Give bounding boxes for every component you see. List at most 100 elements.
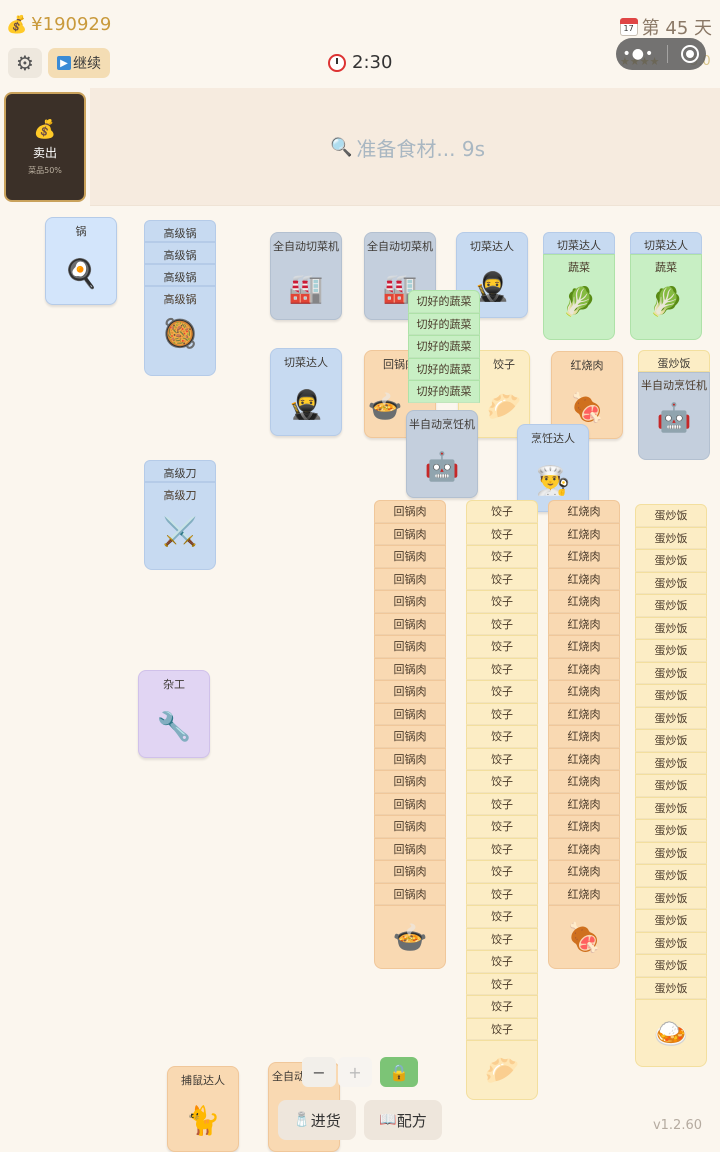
prep-status: 🔍 准备食材... 9s bbox=[330, 133, 485, 162]
settings-button[interactable]: ⚙ bbox=[8, 48, 42, 78]
stew-bowl-icon: 🍲 bbox=[367, 390, 403, 423]
stack-item: 饺子 bbox=[466, 882, 538, 905]
minus-button[interactable]: − bbox=[302, 1057, 336, 1087]
stack-twice-cooked-pork[interactable]: 回锅肉回锅肉回锅肉回锅肉回锅肉回锅肉回锅肉回锅肉回锅肉回锅肉回锅肉回锅肉回锅肉回… bbox=[374, 500, 446, 969]
stack-item: 饺子 bbox=[466, 747, 538, 770]
stack-item: 蛋炒饭 bbox=[635, 774, 707, 797]
stack-item: 饺子 bbox=[466, 950, 538, 973]
stack-item: 红烧肉 bbox=[548, 882, 620, 905]
dumpling-icon: 🥟 bbox=[484, 1053, 520, 1087]
stack-item: 红烧肉 bbox=[548, 792, 620, 815]
magnifier-icon: 🔍 bbox=[330, 137, 353, 158]
stack-item: 饺子 bbox=[466, 657, 538, 680]
stack-item: 红烧肉 bbox=[548, 815, 620, 838]
stack-item: 红烧肉 bbox=[548, 590, 620, 613]
stack-advanced-pan[interactable]: 高级锅 高级锅 高级锅 高级锅 🥘 bbox=[144, 220, 216, 376]
day-value: 第 45 天 bbox=[641, 18, 712, 39]
robot-icon: 🤖 bbox=[656, 401, 692, 434]
salt-shaker-icon: 🧂 bbox=[293, 1112, 311, 1128]
stack-item: 蛋炒饭 bbox=[635, 729, 707, 752]
calendar-icon: 17 bbox=[619, 18, 638, 36]
stack-item: 蛋炒饭 bbox=[635, 504, 707, 527]
stack-item: 蛋炒饭 bbox=[635, 819, 707, 842]
stack-item: 饺子 bbox=[466, 635, 538, 658]
money-bag-icon: 💰 bbox=[6, 14, 28, 35]
stack-item: 回锅肉 bbox=[374, 680, 446, 703]
stack-item: 饺子 bbox=[466, 545, 538, 568]
stack-item: 回锅肉 bbox=[374, 545, 446, 568]
frying-pan-icon: 🍳 bbox=[63, 257, 99, 290]
stack-item: 蛋炒饭 bbox=[635, 616, 707, 639]
stack-dumplings[interactable]: 饺子饺子饺子饺子饺子饺子饺子饺子饺子饺子饺子饺子饺子饺子饺子饺子饺子饺子饺子饺子… bbox=[466, 500, 538, 1100]
prep-area bbox=[90, 88, 720, 206]
more-icon[interactable]: •●• bbox=[622, 46, 655, 62]
stack-item: 蛋炒饭 bbox=[635, 706, 707, 729]
lock-icon: 🔒 bbox=[389, 1062, 409, 1082]
stack-braised-pork[interactable]: 红烧肉红烧肉红烧肉红烧肉红烧肉红烧肉红烧肉红烧肉红烧肉红烧肉红烧肉红烧肉红烧肉红… bbox=[548, 500, 620, 969]
stack-item: 回锅肉 bbox=[374, 815, 446, 838]
stack-item: 红烧肉 bbox=[548, 860, 620, 883]
mini-program-capsule[interactable]: •●• bbox=[616, 38, 706, 70]
stack-item: 饺子 bbox=[466, 1017, 538, 1040]
close-icon[interactable] bbox=[681, 45, 700, 63]
stack-advanced-knife[interactable]: 高级刀 高级刀 ⚔️ bbox=[144, 460, 216, 570]
book-icon: 📖 bbox=[379, 1112, 397, 1128]
stack-item: 蛋炒饭 bbox=[635, 594, 707, 617]
stack-item: 红烧肉 bbox=[548, 567, 620, 590]
card-cooking-master[interactable]: 烹饪达人 👨‍🍳 bbox=[517, 424, 589, 512]
card-auto-cutter-2[interactable]: 全自动切菜机 🏭 bbox=[364, 232, 436, 320]
stack-item: 回锅肉 bbox=[374, 837, 446, 860]
card-pan[interactable]: 锅 🍳 bbox=[45, 217, 117, 305]
leafy-green-icon: 🥬 bbox=[648, 285, 684, 318]
stack-item: 蛋炒饭 bbox=[635, 661, 707, 684]
stack-item: 回锅肉 bbox=[374, 702, 446, 725]
lock-button[interactable]: 🔒 bbox=[380, 1057, 418, 1087]
card-auto-cutter-1[interactable]: 全自动切菜机 🏭 bbox=[270, 232, 342, 320]
stack-item: 饺子 bbox=[466, 680, 538, 703]
stack-item: 红烧肉 bbox=[548, 522, 620, 545]
continue-button[interactable]: ▶ 继续 bbox=[48, 48, 110, 78]
gear-icon: ⚙ bbox=[16, 51, 34, 75]
card-handyman[interactable]: 杂工 🔧 bbox=[138, 670, 210, 758]
recipe-tab[interactable]: 📖 配方 bbox=[364, 1100, 442, 1140]
stack-item: 回锅肉 bbox=[374, 500, 446, 523]
stew-bowl-icon: 🍲 bbox=[392, 920, 428, 954]
stack-fried-rice-cooker[interactable]: 蛋炒饭 半自动烹饪机 🤖 bbox=[638, 350, 710, 460]
meat-skewer-icon: 🍖 bbox=[566, 920, 602, 954]
leafy-green-icon: 🥬 bbox=[561, 285, 597, 318]
crossed-swords-icon: ⚔️ bbox=[162, 515, 198, 548]
stack-item: 蛋炒饭 bbox=[635, 886, 707, 909]
ninja-icon: 🥷 bbox=[474, 270, 510, 303]
card-semi-auto-cooker[interactable]: 半自动烹饪机 🤖 bbox=[406, 410, 478, 498]
sell-sub: 菜品50% bbox=[28, 165, 62, 175]
stack-item: 饺子 bbox=[466, 905, 538, 928]
stack-item: 蛋炒饭 bbox=[635, 571, 707, 594]
stack-item: 红烧肉 bbox=[548, 747, 620, 770]
paella-pan-icon: 🥘 bbox=[162, 317, 198, 350]
meat-skewer-icon: 🍖 bbox=[569, 391, 605, 424]
sell-zone[interactable]: 💰 卖出 菜品50% bbox=[4, 92, 86, 202]
stack-item: 回锅肉 bbox=[374, 590, 446, 613]
stack-item: 蛋炒饭 bbox=[635, 751, 707, 774]
stack-item: 回锅肉 bbox=[374, 522, 446, 545]
stack-item: 饺子 bbox=[466, 837, 538, 860]
stack-item: 饺子 bbox=[466, 972, 538, 995]
stack-cut-vegetables[interactable]: 切好的蔬菜 切好的蔬菜 切好的蔬菜 切好的蔬菜 切好的蔬菜 bbox=[408, 290, 480, 403]
card-rat-catcher[interactable]: 捕鼠达人 🐈 bbox=[167, 1066, 239, 1152]
stack-item: 蛋炒饭 bbox=[635, 931, 707, 954]
stack-item: 回锅肉 bbox=[374, 612, 446, 635]
stock-tab[interactable]: 🧂 进货 bbox=[278, 1100, 356, 1140]
stack-item: 回锅肉 bbox=[374, 657, 446, 680]
ninja-icon: 🥷 bbox=[288, 388, 324, 421]
timer-value: 2:30 bbox=[352, 52, 393, 73]
stack-item: 红烧肉 bbox=[548, 725, 620, 748]
stack-item: 红烧肉 bbox=[548, 837, 620, 860]
stack-egg-fried-rice[interactable]: 蛋炒饭蛋炒饭蛋炒饭蛋炒饭蛋炒饭蛋炒饭蛋炒饭蛋炒饭蛋炒饭蛋炒饭蛋炒饭蛋炒饭蛋炒饭蛋… bbox=[635, 504, 707, 1067]
card-cutting-master-2[interactable]: 切菜达人 🥷 bbox=[270, 348, 342, 436]
stack-item: 蛋炒饭 bbox=[635, 909, 707, 932]
stack-master-vegetable-2[interactable]: 切菜达人 蔬菜 🥬 bbox=[630, 232, 702, 340]
plus-button[interactable]: + bbox=[338, 1057, 372, 1087]
stack-item: 饺子 bbox=[466, 725, 538, 748]
stack-item: 回锅肉 bbox=[374, 725, 446, 748]
stack-master-vegetable-1[interactable]: 切菜达人 蔬菜 🥬 bbox=[543, 232, 615, 340]
